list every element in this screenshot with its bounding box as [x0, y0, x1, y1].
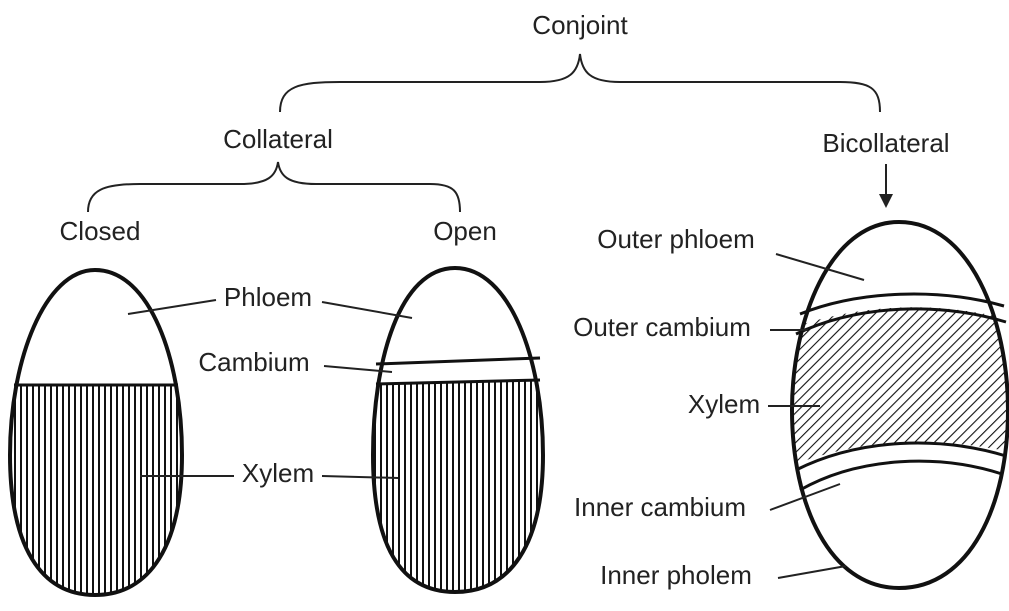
closed-heading: Closed [60, 216, 141, 246]
closed-bundle [0, 270, 200, 605]
bicollateral-xylem-region [780, 307, 1009, 470]
inner-cambium-bottom [800, 461, 1002, 490]
inner-phloem-pointer [778, 566, 846, 578]
phloem-pointer-left [128, 300, 216, 314]
closed-xylem-region [0, 385, 200, 605]
bicollateral-arrow-head [879, 194, 893, 208]
inner-phloem-label: Inner pholem [600, 560, 752, 590]
open-heading: Open [433, 216, 497, 246]
xylem-label: Xylem [242, 458, 314, 488]
phloem-label: Phloem [224, 282, 312, 312]
open-bundle [360, 268, 560, 600]
conjoint-brace [280, 54, 880, 112]
open-xylem-region [360, 380, 560, 600]
inner-cambium-label: Inner cambium [574, 492, 746, 522]
outer-phloem-pointer [776, 254, 864, 280]
collateral-heading: Collateral [223, 124, 333, 154]
bicollateral-xylem-label: Xylem [688, 389, 760, 419]
outer-phloem-label: Outer phloem [597, 224, 755, 254]
cambium-label: Cambium [198, 347, 309, 377]
collateral-brace [88, 162, 460, 212]
outer-cambium-label: Outer cambium [573, 312, 751, 342]
bicollateral-heading: Bicollateral [822, 128, 949, 158]
conjoint-heading: Conjoint [532, 10, 628, 40]
